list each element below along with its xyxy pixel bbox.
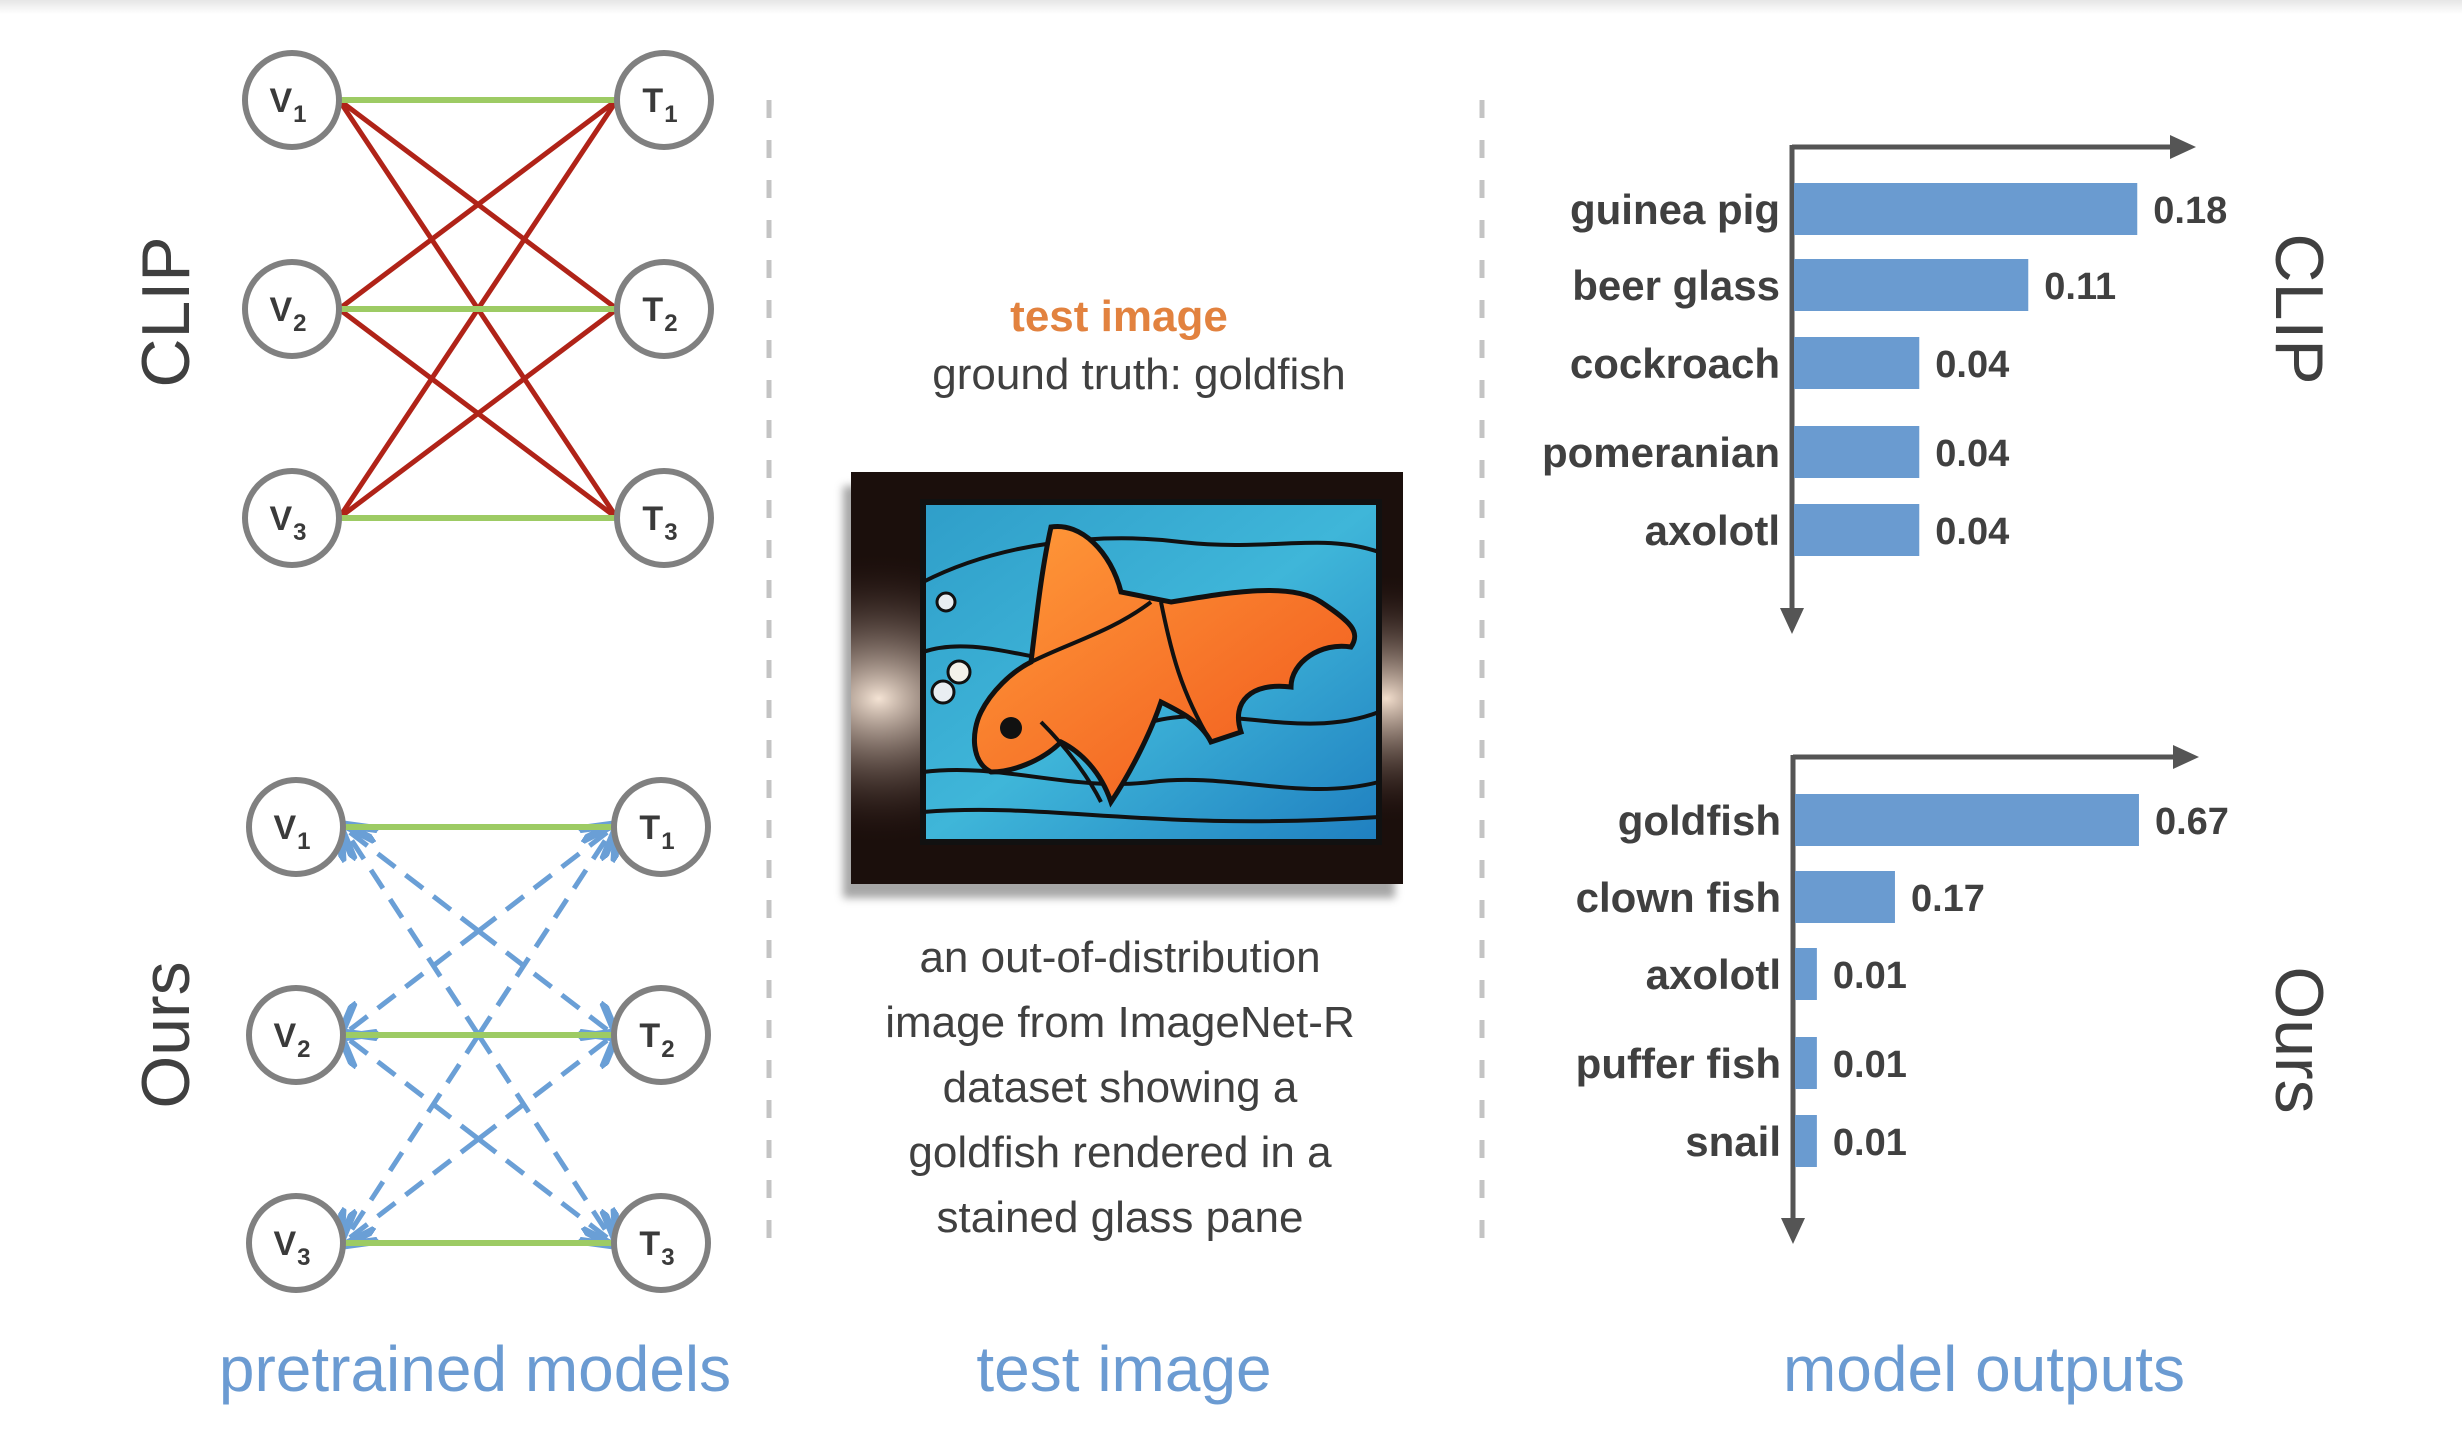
description-line: dataset showing a bbox=[942, 1063, 1298, 1112]
text-node-2: T2 bbox=[614, 259, 714, 359]
text-node-1: T1 bbox=[614, 50, 714, 150]
vision-node-3: V3 bbox=[242, 468, 342, 568]
vision-node-2: V2 bbox=[246, 985, 346, 1085]
category-label: pomeranian bbox=[1542, 429, 1780, 476]
negative-edge-v3-t2 bbox=[476, 1035, 615, 1141]
stained-glass-goldfish-image bbox=[851, 472, 1403, 884]
value-label: 0.67 bbox=[2155, 801, 2229, 843]
negative-edge-v1-t3 bbox=[476, 1033, 615, 1243]
negative-edge-v1-t3 bbox=[343, 827, 481, 1037]
y-axis-arrow-icon bbox=[1781, 1218, 1805, 1244]
row-label-ours-left: Ours bbox=[128, 961, 204, 1108]
node-circle bbox=[242, 259, 342, 359]
vision-node-3: V3 bbox=[246, 1193, 346, 1293]
value-label: 0.01 bbox=[1833, 1122, 1907, 1164]
node-circle bbox=[614, 259, 714, 359]
bar-pomeranian bbox=[1794, 426, 1920, 478]
bar-puffer-fish bbox=[1795, 1037, 1817, 1089]
ground-truth-label: ground truth: goldfish bbox=[932, 350, 1346, 399]
clip-bar-chart: guinea pig 0.18 beer glass 0.11 cockroach 0.0… bbox=[1542, 135, 2227, 634]
category-label: goldfish bbox=[1618, 797, 1781, 844]
category-label: cockroach bbox=[1570, 340, 1780, 387]
bar-guinea-pig bbox=[1794, 183, 2138, 235]
node-circle bbox=[242, 468, 342, 568]
caption-test-image: test image bbox=[976, 1333, 1272, 1405]
value-label: 0.01 bbox=[1833, 955, 1907, 997]
negative-edge-v2-t3 bbox=[476, 1137, 615, 1243]
bar-goldfish bbox=[1795, 794, 2139, 846]
node-circle bbox=[614, 468, 714, 568]
text-node-1: T1 bbox=[611, 777, 711, 877]
category-label: clown fish bbox=[1576, 874, 1781, 921]
x-axis-arrow-icon bbox=[2173, 745, 2199, 769]
negative-edge-v3-t2 bbox=[337, 307, 619, 520]
test-image-photo bbox=[851, 472, 1403, 884]
node-circle bbox=[614, 50, 714, 150]
value-label: 0.04 bbox=[1935, 433, 2009, 475]
row-label-clip-right: CLIP bbox=[2261, 233, 2337, 384]
value-label: 0.11 bbox=[2044, 266, 2116, 308]
node-circle bbox=[246, 777, 346, 877]
node-circle bbox=[611, 985, 711, 1085]
category-label: puffer fish bbox=[1576, 1040, 1781, 1087]
test-image-description: an out-of-distribution image from ImageN… bbox=[840, 925, 1400, 1250]
text-node-3: T3 bbox=[614, 468, 714, 568]
negative-edge-v3-t1 bbox=[476, 827, 615, 1037]
negative-edge-v3-t1 bbox=[343, 1033, 481, 1243]
text-node-2: T2 bbox=[611, 985, 711, 1085]
negative-edge-v3-t2 bbox=[343, 1137, 481, 1243]
negative-edge-v2-t1 bbox=[343, 929, 481, 1035]
row-label-ours-right: Ours bbox=[2261, 966, 2337, 1113]
description-line: an out-of-distribution bbox=[919, 933, 1321, 982]
node-circle bbox=[611, 777, 711, 877]
description-line: goldfish rendered in a bbox=[908, 1128, 1332, 1177]
node-circle bbox=[246, 985, 346, 1085]
negative-edge-v2-t3 bbox=[343, 1035, 481, 1141]
bar-axolotl bbox=[1795, 948, 1817, 1000]
value-label: 0.17 bbox=[1911, 878, 1985, 920]
row-label-clip-left: CLIP bbox=[128, 236, 204, 387]
negative-edge-v1-t2 bbox=[476, 929, 615, 1035]
value-label: 0.18 bbox=[2153, 190, 2227, 232]
node-circle bbox=[242, 50, 342, 150]
value-label: 0.04 bbox=[1935, 344, 2009, 386]
vision-node-2: V2 bbox=[242, 259, 342, 359]
value-label: 0.01 bbox=[1833, 1044, 1907, 1086]
top-shade bbox=[0, 0, 2462, 14]
bar-axolotl bbox=[1794, 504, 1920, 556]
vision-node-1: V1 bbox=[242, 50, 342, 150]
category-label: guinea pig bbox=[1570, 186, 1780, 233]
vision-node-1: V1 bbox=[246, 777, 346, 877]
category-label: axolotl bbox=[1646, 951, 1781, 998]
bar-beer-glass bbox=[1794, 259, 2029, 311]
description-line: image from ImageNet-R bbox=[885, 998, 1355, 1047]
bar-cockroach bbox=[1794, 337, 1920, 389]
category-label: axolotl bbox=[1645, 507, 1780, 554]
caption-pretrained-models: pretrained models bbox=[218, 1333, 732, 1405]
caption-model-outputs: model outputs bbox=[1782, 1333, 2186, 1405]
bar-snail bbox=[1795, 1115, 1817, 1167]
test-image-title: test image bbox=[1010, 292, 1228, 341]
negative-edge-v2-t1 bbox=[476, 827, 615, 933]
node-circle bbox=[246, 1193, 346, 1293]
negative-edge-v1-t2 bbox=[343, 827, 481, 933]
negative-edge-v2-t1 bbox=[337, 98, 619, 311]
description-line: stained glass pane bbox=[936, 1193, 1304, 1242]
category-label: beer glass bbox=[1572, 262, 1780, 309]
value-label: 0.04 bbox=[1935, 511, 2009, 553]
y-axis-arrow-icon bbox=[1780, 608, 1804, 634]
bar-clown-fish bbox=[1795, 871, 1895, 923]
x-axis-arrow-icon bbox=[2170, 135, 2196, 159]
node-circle bbox=[611, 1193, 711, 1293]
ours-bar-chart: goldfish 0.67 clown fish 0.17 axolotl 0.01 puf… bbox=[1576, 745, 2229, 1244]
text-node-3: T3 bbox=[611, 1193, 711, 1293]
category-label: snail bbox=[1685, 1118, 1781, 1165]
